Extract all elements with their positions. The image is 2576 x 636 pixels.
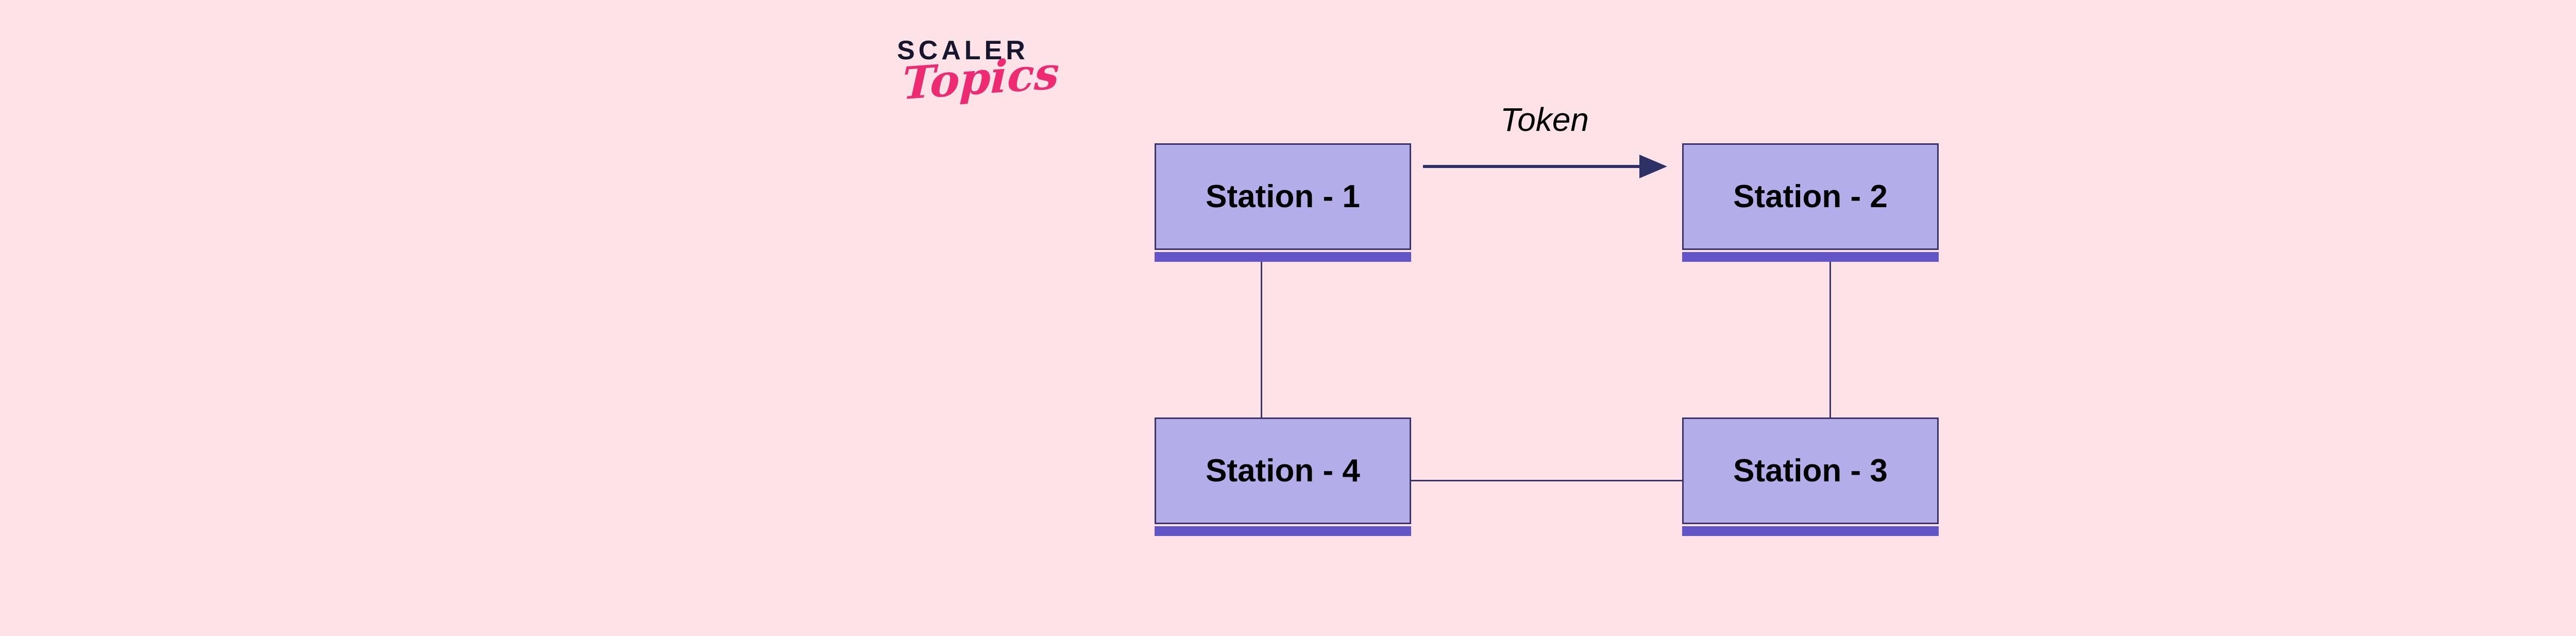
node-station-4-accent-bar [1155, 526, 1411, 536]
node-station-3-label: Station - 3 [1733, 453, 1888, 489]
node-station-2-body: Station - 2 [1682, 143, 1939, 250]
node-station-2-accent-bar [1682, 252, 1939, 262]
node-station-1-accent-bar [1155, 252, 1411, 262]
node-station-2-label: Station - 2 [1733, 178, 1888, 214]
node-station-3-body: Station - 3 [1682, 417, 1939, 524]
scaler-topics-logo: SCALER Topics [894, 37, 1064, 130]
node-station-4-label: Station - 4 [1206, 453, 1360, 489]
link-station4-station3 [1411, 480, 1682, 481]
link-station1-station4 [1261, 262, 1262, 417]
node-station-3-accent-bar [1682, 526, 1939, 536]
node-station-1-body: Station - 1 [1155, 143, 1411, 250]
logo-wordmark-topics: Topics [901, 46, 1060, 110]
token-arrow [1423, 153, 1670, 180]
logo-wordmark-scaler: SCALER [897, 36, 1029, 65]
node-station-4-body: Station - 4 [1155, 417, 1411, 524]
node-station-1-label: Station - 1 [1206, 178, 1360, 214]
link-station2-station3 [1829, 262, 1831, 417]
token-label: Token [1500, 101, 1589, 138]
